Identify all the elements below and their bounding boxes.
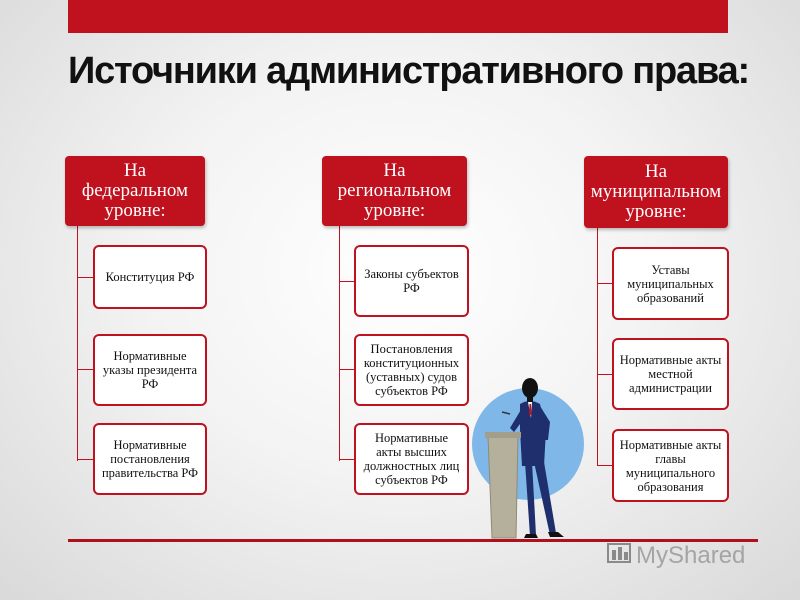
connector-federal <box>77 225 78 461</box>
bottom-divider <box>68 539 758 542</box>
connector-tick <box>597 283 612 284</box>
item-municipal-1: Уставы муниципальных образований <box>612 247 729 320</box>
connector-tick <box>77 459 93 460</box>
header-municipal: На муниципальном уровне: <box>584 156 728 228</box>
connector-tick <box>597 374 612 375</box>
connector-tick <box>77 277 93 278</box>
connector-tick <box>77 369 93 370</box>
item-regional-2: Постановления конституционных (уставных)… <box>354 334 469 406</box>
watermark-text: MyShared <box>636 542 745 569</box>
item-municipal-2: Нормативные акты местной администрации <box>612 338 729 410</box>
header-regional: На региональном уровне: <box>322 156 467 226</box>
speaker-legs <box>525 462 556 536</box>
header-federal: На федеральном уровне: <box>65 156 205 226</box>
speaker-torso <box>520 401 546 466</box>
item-regional-1: Законы субъектов РФ <box>354 245 469 317</box>
item-municipal-3: Нормативные акты главы муниципального об… <box>612 429 729 502</box>
connector-tick <box>597 465 612 466</box>
speaker-at-podium-icon <box>472 378 584 539</box>
item-federal-2: Нормативные указы президента РФ <box>93 334 207 406</box>
slide-title: Источники административного права: <box>68 50 750 92</box>
connector-regional <box>339 225 340 461</box>
top-accent-bar <box>68 0 728 33</box>
connector-municipal <box>597 225 598 465</box>
myshared-logo-icon: MyShared <box>607 542 745 569</box>
connector-tick <box>339 281 354 282</box>
connector-tick <box>339 369 354 370</box>
item-federal-3: Нормативные постановления правительства … <box>93 423 207 495</box>
speaker-head <box>522 378 538 398</box>
item-regional-3: Нормативные акты высших должностных лиц … <box>354 423 469 495</box>
connector-tick <box>339 459 354 460</box>
item-federal-1: Конституция РФ <box>93 245 207 309</box>
podium <box>487 435 519 539</box>
